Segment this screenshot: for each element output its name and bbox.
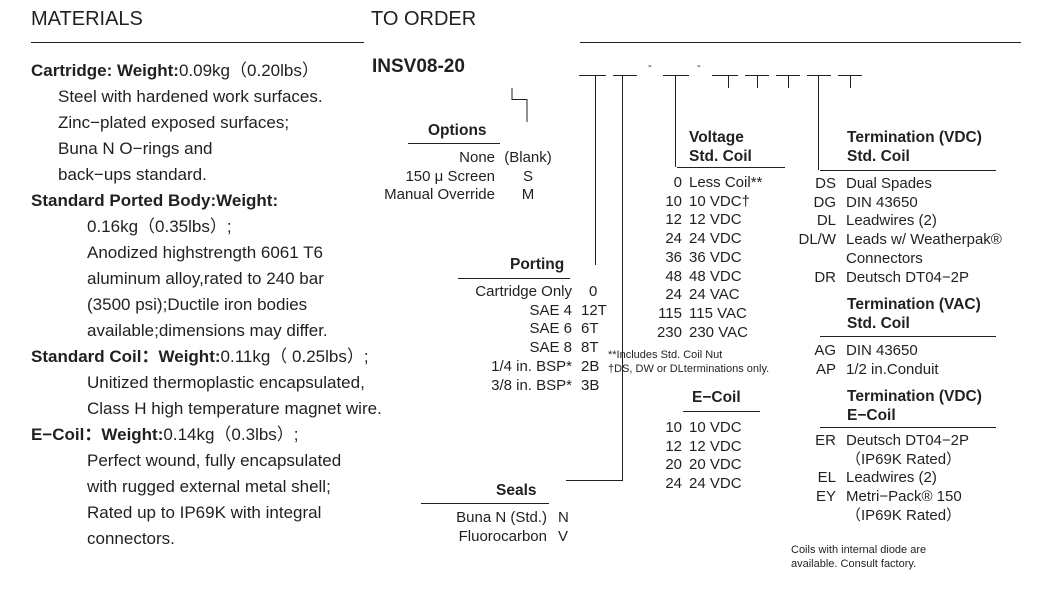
porting-title: Porting xyxy=(510,256,565,273)
to-order-rule xyxy=(580,42,1021,43)
seals-names: Buna N (Std.) Fluorocarbon xyxy=(456,509,547,545)
voltage-title: Voltage Std. Coil xyxy=(689,129,752,165)
ecoil-codes: 10 12 20 24 xyxy=(665,419,682,493)
ecoil-names: 10 VDC 12 VDC 20 VDC 24 VDC xyxy=(689,419,742,493)
term-vac-rule xyxy=(820,336,996,337)
term-vdc-title: Termination (VDC) Std. Coil xyxy=(847,129,982,165)
ecoil-rule xyxy=(683,411,760,412)
term-vac-codes: AG AP xyxy=(814,342,836,378)
e-coil-heading: E−Coil：Weight:0.14kg（0.3lbs）; xyxy=(31,425,299,444)
term-vdc-names: Dual Spades DIN 43650 Leadwires (2) Lead… xyxy=(846,175,1002,286)
term-ecoil-names: Deutsch DT04−2P （IP69K Rated） Leadwires … xyxy=(846,432,969,524)
std-coil-lines: Unitized thermoplastic encapsulated, Cla… xyxy=(87,373,382,418)
porting-names: Cartridge Only SAE 4 SAE 6 SAE 8 1/4 in.… xyxy=(475,283,572,394)
materials-header: MATERIALS xyxy=(31,8,143,30)
to-order-header: TO ORDER xyxy=(371,8,477,30)
cartridge-lines: Steel with hardened work surfaces. Zinc−… xyxy=(58,87,323,184)
porting-codes: 0 12T 6T 8T 2B 3B xyxy=(581,283,607,394)
term-vdc-codes: DS DG DL DL/W DR xyxy=(798,175,837,286)
voltage-rule xyxy=(677,167,785,168)
seals-title: Seals xyxy=(496,482,537,499)
e-coil-lines: Perfect wound, fully encapsulated with r… xyxy=(87,451,342,548)
model-number: INSV08-20 xyxy=(372,56,465,77)
term-vac-names: DIN 43650 1/2 in.Conduit xyxy=(846,342,939,378)
diode-note: Coils with internal diode are available.… xyxy=(791,544,927,570)
materials-text: Cartridge: Weight:0.09kg（0.20lbs） Steel … xyxy=(31,58,382,552)
voltage-notes: **Includes Std. Coil Nut †DS, DW or DLte… xyxy=(608,349,770,375)
body-heading: Standard Ported Body:Weight: xyxy=(31,191,279,210)
cartridge-heading: Cartridge: Weight:0.09kg（0.20lbs） xyxy=(31,61,319,80)
term-vdc-rule xyxy=(820,170,996,171)
term-vac-title: Termination (VAC) Std. Coil xyxy=(847,296,981,332)
options-names: None 150 μ Screen Manual Override xyxy=(384,149,495,204)
term-ecoil-codes: ER EL EY xyxy=(815,432,836,506)
ecoil-title: E−Coil xyxy=(692,389,741,406)
options-title: Options xyxy=(428,122,487,139)
materials-rule xyxy=(31,42,364,43)
porting-rule xyxy=(458,278,570,279)
std-coil-heading: Standard Coil：Weight:0.11kg（ 0.25lbs）; xyxy=(31,347,369,366)
term-ecoil-rule xyxy=(820,427,996,428)
body-lines: 0.16kg（0.35lbs）; Anodized highstrength 6… xyxy=(87,217,328,340)
seals-codes: N V xyxy=(558,509,569,545)
code-dash-1: - xyxy=(648,60,652,72)
code-dash-2: - xyxy=(697,60,701,72)
seals-rule xyxy=(421,503,549,504)
voltage-names: Less Coil** 10 VDC† 12 VDC 24 VDC 36 VDC… xyxy=(689,174,763,341)
voltage-codes: 0 10 12 24 36 48 24 115 230 xyxy=(656,174,682,341)
options-codes: (Blank) S M xyxy=(504,149,552,204)
term-ecoil-title: Termination (VDC) E−Coil xyxy=(847,388,982,424)
options-rule xyxy=(408,143,500,144)
